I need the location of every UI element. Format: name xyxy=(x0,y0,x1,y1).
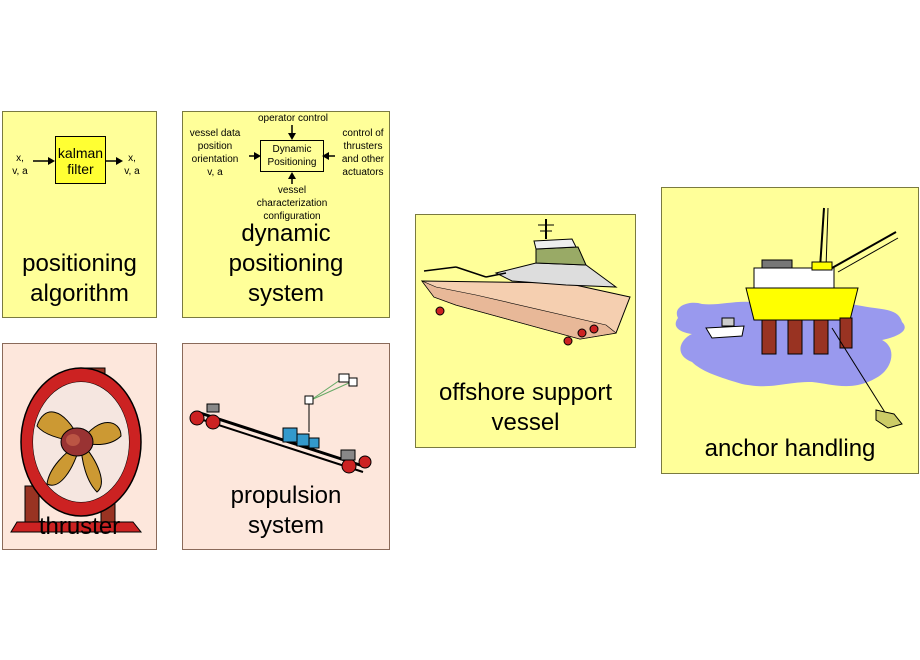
dp-box-line2: Positioning xyxy=(267,157,317,168)
anchor-panel: anchor handling xyxy=(661,187,919,474)
dp-right-label: control of thrusters and other actuators xyxy=(341,128,385,178)
dp-box-line1: Dynamic xyxy=(272,144,312,155)
anchor-title: anchor handling xyxy=(704,435,876,462)
kalman-filter-box: kalman filter xyxy=(55,136,106,184)
dp-arrows xyxy=(249,125,335,184)
thruster-panel: thruster xyxy=(2,343,157,550)
dp-title-3: system xyxy=(247,280,324,307)
thruster-illustration xyxy=(10,367,143,533)
kalman-input-label: x, v, a xyxy=(12,153,28,177)
kalman-filter-line2: filter xyxy=(67,161,94,177)
thruster-title: thruster xyxy=(38,513,121,540)
propulsion-title-1: propulsion xyxy=(230,482,342,509)
vessel-title-1: offshore support xyxy=(438,379,612,406)
propulsion-title-2: system xyxy=(247,512,324,539)
positioning-algorithm-title-1: positioning xyxy=(22,250,137,277)
anchor-illustration xyxy=(675,207,905,429)
dp-bottom-label: vessel characterization configuration xyxy=(256,185,328,222)
dp-title-2: positioning xyxy=(228,250,344,277)
vessel-title-2: vessel xyxy=(491,409,560,436)
dp-center-box: Dynamic Positioning xyxy=(260,140,324,172)
kalman-output-label: x, v, a xyxy=(124,153,140,177)
dp-title-1: dynamic xyxy=(241,220,331,247)
kalman-filter-line1: kalman xyxy=(57,145,104,161)
vessel-panel: offshore support vessel xyxy=(415,214,636,448)
dp-left-label: vessel data position orientation v, a xyxy=(189,128,241,178)
kalman-arrows xyxy=(33,157,123,165)
vessel-illustration xyxy=(420,219,631,346)
propulsion-illustration xyxy=(189,373,372,474)
propulsion-panel: propulsion system xyxy=(182,343,390,550)
positioning-algorithm-title-2: algorithm xyxy=(30,280,129,307)
positioning-algorithm-panel: x, v, a kalman filter x, v, a positionin… xyxy=(2,111,157,318)
dynamic-positioning-panel: operator control vessel data position or… xyxy=(182,111,390,318)
dp-top-label: operator control xyxy=(257,113,329,124)
